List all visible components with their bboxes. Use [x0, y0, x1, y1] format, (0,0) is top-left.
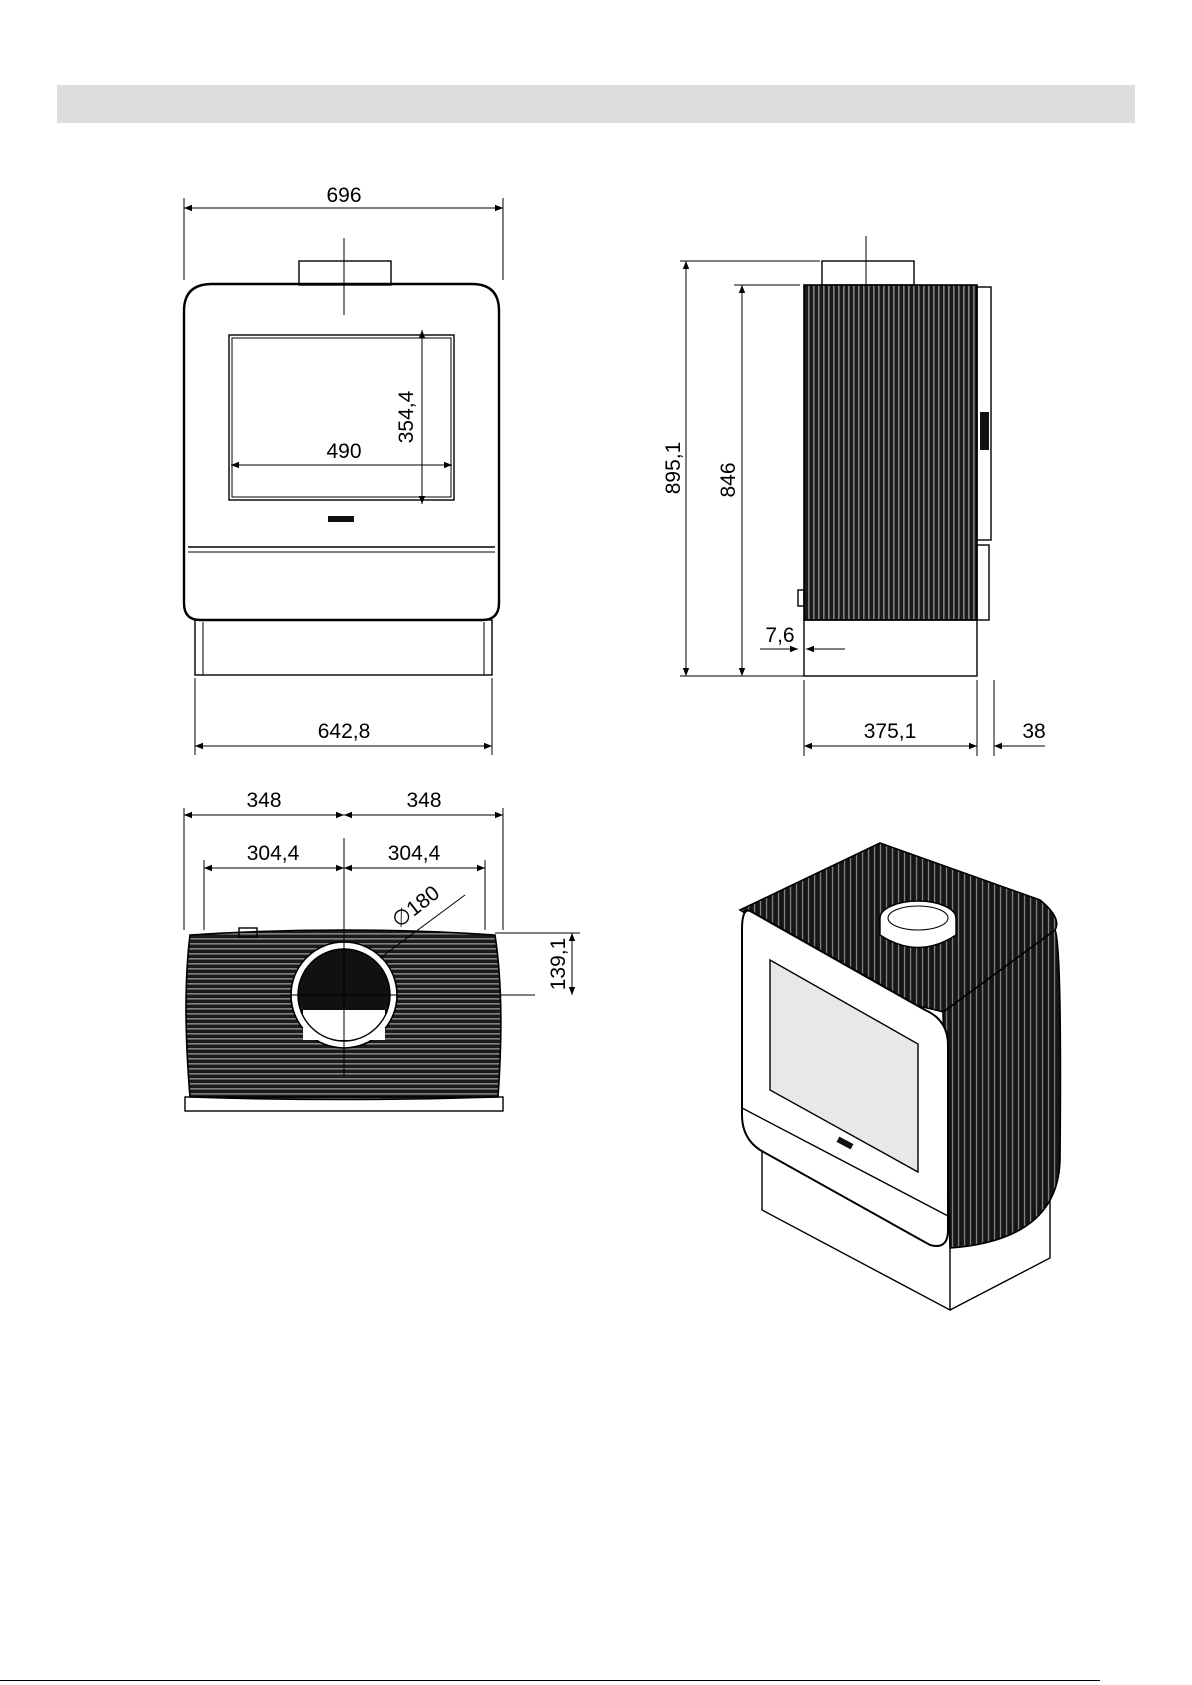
side-ribbed-body	[804, 285, 977, 620]
dim-flue-diameter: ∅180	[388, 881, 444, 932]
dim-inner-half-right: 304,4	[388, 842, 441, 865]
dim-half-width-left: 348	[246, 789, 281, 812]
side-view: 895,1 846 7,6 375,1 38	[662, 236, 1046, 756]
dim-flue-offset: 139,1	[547, 938, 570, 991]
dim-overall-width: 696	[326, 184, 361, 207]
top-view: 348 348 304,4 304,4 ∅180 139,1	[184, 789, 580, 1111]
dim-half-width-right: 348	[406, 789, 441, 812]
front-glass	[229, 335, 454, 500]
front-base	[195, 620, 492, 675]
side-flue-collar	[822, 261, 914, 285]
dim-glass-height: 354,4	[395, 390, 418, 443]
dim-inner-half-left: 304,4	[247, 842, 300, 865]
dim-overall-height: 895,1	[662, 442, 685, 495]
side-base	[804, 620, 977, 676]
front-view: 696 354,4 490 642,8	[184, 184, 503, 755]
dim-body-height: 846	[717, 462, 740, 497]
dim-handle-depth: 38	[1022, 720, 1045, 743]
isometric-view	[740, 843, 1060, 1310]
dim-base-offset: 7,6	[765, 624, 794, 647]
front-logo	[328, 516, 354, 522]
dim-depth: 375,1	[864, 720, 917, 743]
front-flue-collar	[299, 261, 391, 285]
side-handle	[980, 412, 989, 450]
dim-glass-width: 490	[326, 440, 361, 463]
footer-rule	[0, 1680, 1100, 1681]
dim-base-width: 642,8	[318, 720, 371, 743]
